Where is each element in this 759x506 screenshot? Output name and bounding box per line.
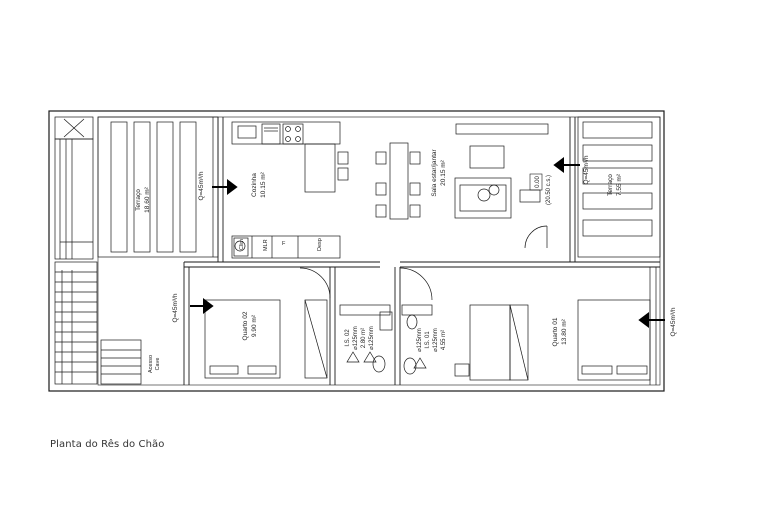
- airflow-arrows: [190, 157, 665, 328]
- stair-block: [54, 116, 142, 385]
- bathroom1-duct-b: ⌀125mm: [433, 328, 439, 352]
- terrace-right-area: 7.55 m²: [616, 173, 623, 196]
- terrace-right-airflow: Q=45m³/h: [583, 155, 590, 184]
- level-box: [529, 173, 543, 191]
- dining-table: [375, 142, 421, 220]
- bathroom2-duct-b: ⌀125mm: [369, 326, 375, 350]
- kitchen-mlr-label: MLR: [263, 239, 269, 251]
- bedroom2-area: 9.90 m²: [251, 314, 258, 337]
- kitchen-clima-label: Clim: [239, 239, 245, 250]
- bedroom2-airflow: Q=45m³/h: [172, 293, 179, 322]
- terrace-left-name: Terraço: [135, 189, 142, 211]
- level-secondary: (20.50 c.s.): [546, 175, 552, 205]
- terrace-left-area: 18.60 m²: [144, 186, 151, 212]
- kitchen-fridge-label: F: [282, 241, 286, 247]
- terrace-right-deck: [577, 116, 661, 258]
- bathroom1-fixtures: [399, 267, 470, 377]
- bathroom2-name: I.S. 02: [345, 329, 351, 347]
- bathroom2-area: 2.80 m²: [361, 328, 367, 348]
- outer-wall: [48, 110, 665, 392]
- terrace-left-airflow: Q=45m³/h: [198, 171, 205, 200]
- access-label-1: Acesso: [148, 355, 154, 373]
- living-name: Sala estar/jantar: [431, 149, 438, 197]
- level-main: 0.00: [535, 176, 541, 188]
- living-area: 20.15 m²: [440, 159, 447, 185]
- access-label-2: Cave: [155, 358, 161, 371]
- inner-wall-line: [97, 116, 661, 386]
- kitchen-name: Cozinha: [251, 173, 258, 197]
- bathroom1-duct-a: ⌀125mm: [417, 328, 423, 352]
- kitchen-counters: [231, 121, 349, 259]
- bathroom1-name: I.S. 01: [425, 331, 431, 349]
- bedroom1-area: 13.80 m²: [561, 318, 568, 344]
- bedroom2-name: Quarto 02: [242, 311, 249, 340]
- bedroom2-furniture: [204, 267, 331, 379]
- plan-caption: Planta do Rês do Chão: [50, 439, 165, 450]
- terrace-right-name: Terraço: [607, 174, 614, 196]
- bedroom1-furniture: [469, 267, 657, 385]
- bedroom1-airflow: Q=45m³/h: [670, 307, 677, 336]
- kitchen-storage-label: Desp: [317, 238, 323, 251]
- bedroom1-name: Quarto 01: [552, 317, 559, 346]
- bathroom2-duct-a: ⌀125mm: [353, 326, 359, 350]
- main-walls: [183, 117, 660, 385]
- kitchen-area: 10.15 m²: [260, 171, 267, 197]
- sofa-and-tv: [454, 123, 549, 249]
- bathroom2-fixtures: [339, 304, 393, 373]
- bathroom1-area: 4.55 m²: [441, 330, 447, 350]
